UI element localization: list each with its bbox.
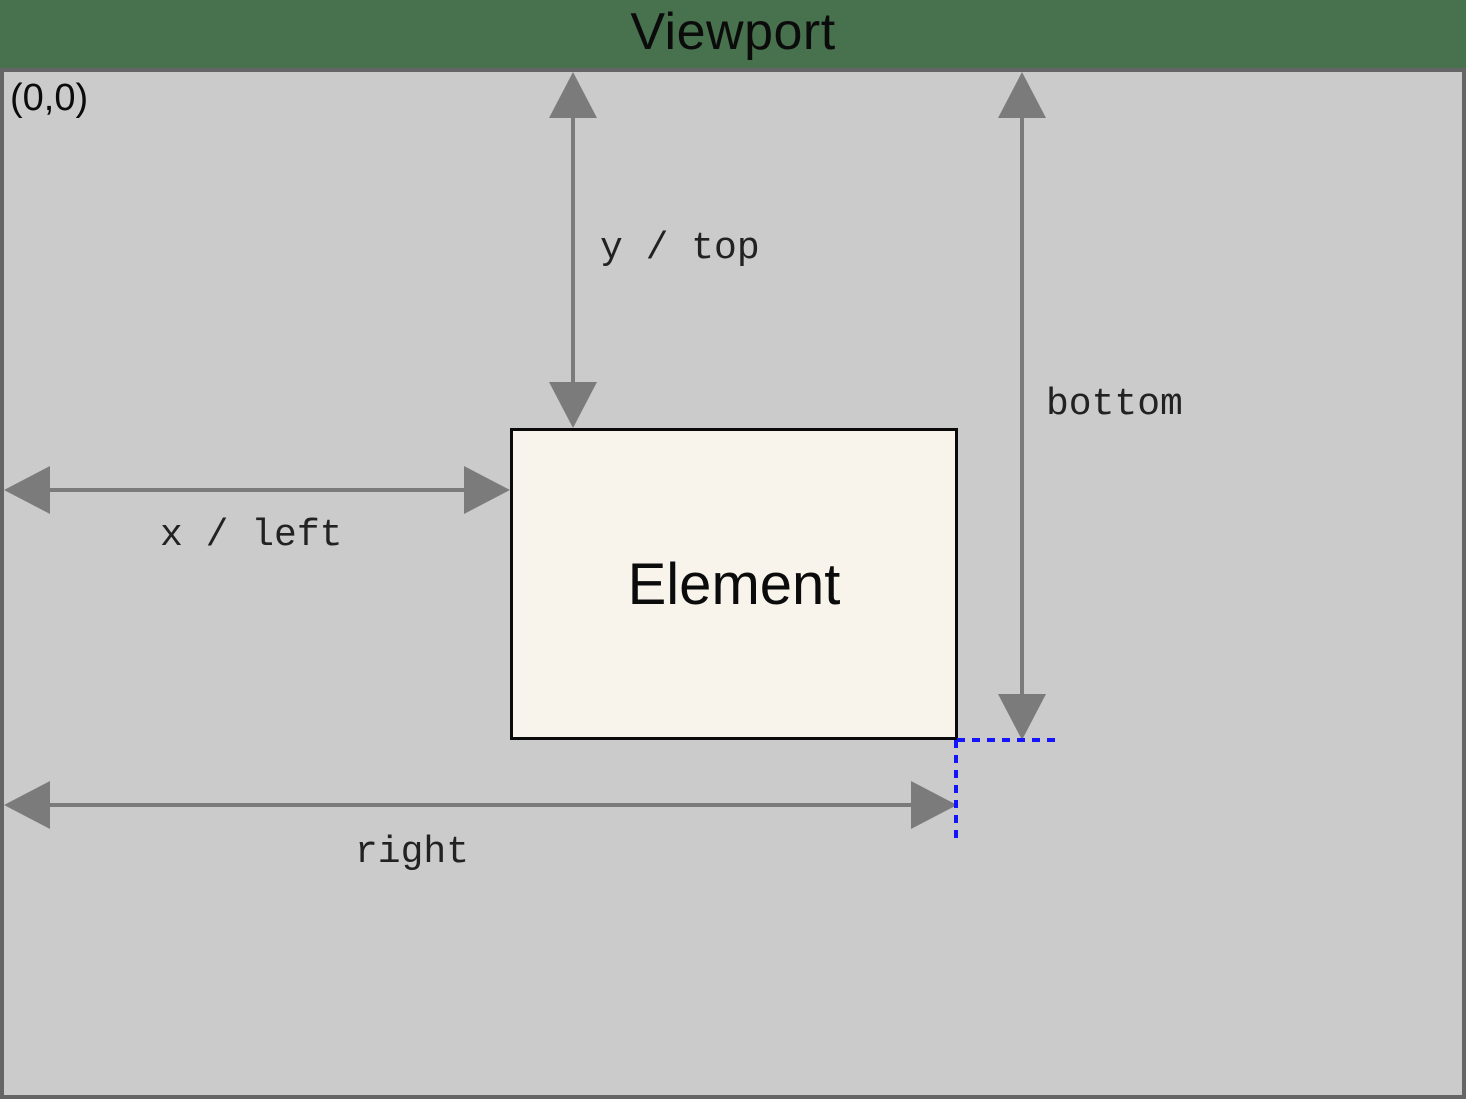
arrow-line: [46, 488, 468, 492]
element-box: Element: [510, 428, 958, 740]
arrowhead-left-icon: [4, 466, 50, 514]
arrowhead-left-icon: [4, 781, 50, 829]
arrowhead-down-icon: [549, 382, 597, 428]
origin-label: (0,0): [10, 77, 89, 119]
arrowhead-up-icon: [998, 72, 1046, 118]
arrowhead-right-icon: [911, 781, 957, 829]
guide-line-vertical: [954, 740, 958, 843]
arrow-line: [46, 803, 915, 807]
y-top-dimension-arrow: [549, 72, 597, 428]
element-label: Element: [627, 551, 841, 617]
arrowhead-up-icon: [549, 72, 597, 118]
right-label: right: [355, 831, 470, 874]
diagram-title: Viewport: [630, 3, 836, 61]
right-dimension-arrow: [4, 781, 957, 829]
arrow-line: [1020, 114, 1024, 698]
arrowhead-down-icon: [998, 694, 1046, 740]
guide-line-horizontal: [957, 738, 1059, 742]
arrowhead-right-icon: [464, 466, 510, 514]
arrow-line: [571, 114, 575, 386]
x-left-label: x / left: [160, 514, 343, 557]
x-left-dimension-arrow: [4, 466, 510, 514]
y-top-label: y / top: [600, 227, 760, 270]
bottom-dimension-arrow: [998, 72, 1046, 740]
bottom-label: bottom: [1046, 383, 1183, 426]
